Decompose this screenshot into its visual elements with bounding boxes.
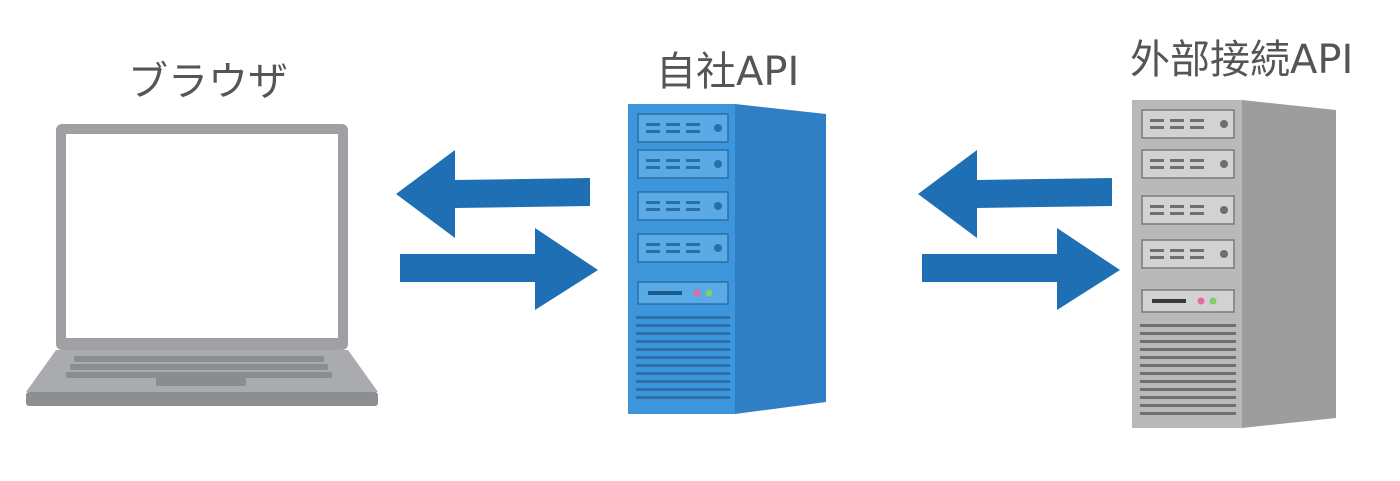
laptop-icon — [26, 124, 378, 406]
external-api-label: 外部接続API — [1130, 37, 1354, 83]
browser-label: ブラウザ — [128, 59, 288, 105]
arrow-right-icon — [400, 228, 598, 310]
external-api-server-icon — [1132, 100, 1336, 428]
own-api-label: 自社API — [656, 49, 800, 95]
arrow-left-icon — [396, 150, 590, 238]
own-api-server-icon — [628, 104, 826, 414]
connection-browser-own-api — [396, 150, 598, 310]
arrow-left-icon — [918, 150, 1112, 238]
connection-own-api-external-api — [918, 150, 1120, 310]
arrow-right-icon — [922, 228, 1120, 310]
